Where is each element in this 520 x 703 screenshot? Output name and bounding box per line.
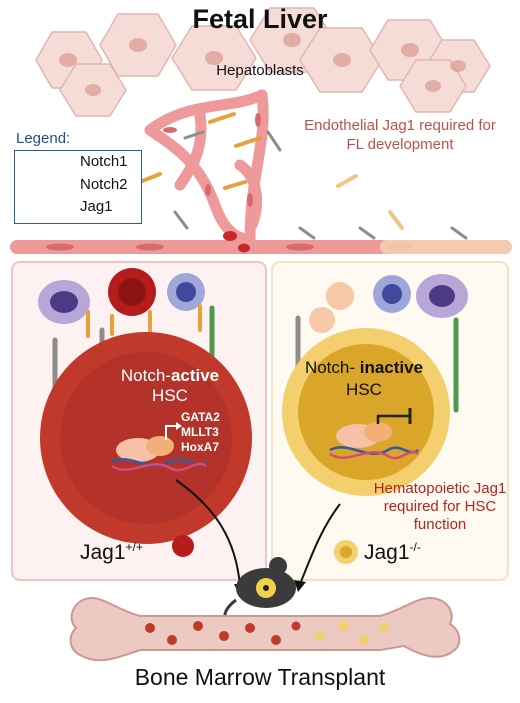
gene-mllt3: MLLT3 bbox=[181, 425, 219, 439]
hepatoblasts-label: Hepatoblasts bbox=[216, 62, 304, 79]
legend-label-notch2: Notch2 bbox=[80, 176, 128, 193]
gene-gata2: GATA2 bbox=[181, 410, 220, 424]
hematopoietic-note: Hematopoietic Jag1 required for HSC func… bbox=[373, 480, 507, 533]
niche-cells-left bbox=[38, 268, 205, 324]
bone-marrow-transplant-label: Bone Marrow Transplant bbox=[134, 664, 386, 690]
transcription-complex-active bbox=[111, 422, 207, 472]
ko-cell-nucleus bbox=[340, 546, 352, 558]
endothelial-note: Endothelial Jag1 required for FL develop… bbox=[304, 117, 496, 153]
bone-marrow-cells bbox=[145, 621, 389, 645]
legend-box bbox=[14, 150, 142, 224]
hsc-inactive-prefix: Notch- bbox=[304, 358, 360, 377]
niche-cells-right bbox=[309, 274, 468, 333]
hsc-inactive-label: HSC bbox=[346, 380, 382, 399]
hsc-active-label: HSC bbox=[152, 386, 188, 405]
legend-title: Legend: bbox=[16, 130, 71, 147]
hsc-inactive-bold: inactive bbox=[359, 358, 424, 377]
hsc-active-prefix: Notch- bbox=[120, 366, 171, 385]
genotype-wt: Jag1+/+ bbox=[80, 540, 143, 565]
genotype-ko-name: Jag1 bbox=[364, 541, 410, 564]
endothelial-jag1-marks bbox=[138, 112, 468, 240]
hepatocyte-nuclei bbox=[59, 33, 466, 96]
figure-title: Fetal Liver bbox=[192, 4, 328, 34]
legend-label-jag1: Jag1 bbox=[80, 198, 113, 215]
hsc-nucleus-inactive bbox=[298, 344, 434, 480]
hsc-active-state: Notch-active bbox=[70, 366, 270, 386]
endothelial-nuclei bbox=[163, 113, 261, 207]
arrow-ko-to-mouse bbox=[299, 503, 341, 585]
lining-ko-segment bbox=[380, 240, 512, 254]
transcription-complex-inactive bbox=[329, 408, 419, 460]
rbc-precursor bbox=[172, 535, 194, 557]
endothelial-network bbox=[144, 89, 269, 246]
gene-hoxa7: HoxA7 bbox=[181, 440, 220, 454]
hsc-nucleus-active bbox=[60, 352, 232, 524]
genotype-ko-sup: -/- bbox=[409, 540, 421, 554]
legend-label-notch1: Notch1 bbox=[80, 153, 128, 170]
genotype-wt-name: Jag1 bbox=[80, 541, 126, 564]
genotype-wt-sup: +/+ bbox=[125, 540, 143, 554]
hsc-inactive-state: Notch- inactive bbox=[284, 358, 444, 378]
genotype-ko: Jag1-/- bbox=[364, 540, 421, 565]
arrowhead-ko bbox=[294, 580, 306, 592]
hsc-active-bold: active bbox=[170, 366, 220, 385]
arrow-wt-to-mouse bbox=[175, 479, 241, 587]
